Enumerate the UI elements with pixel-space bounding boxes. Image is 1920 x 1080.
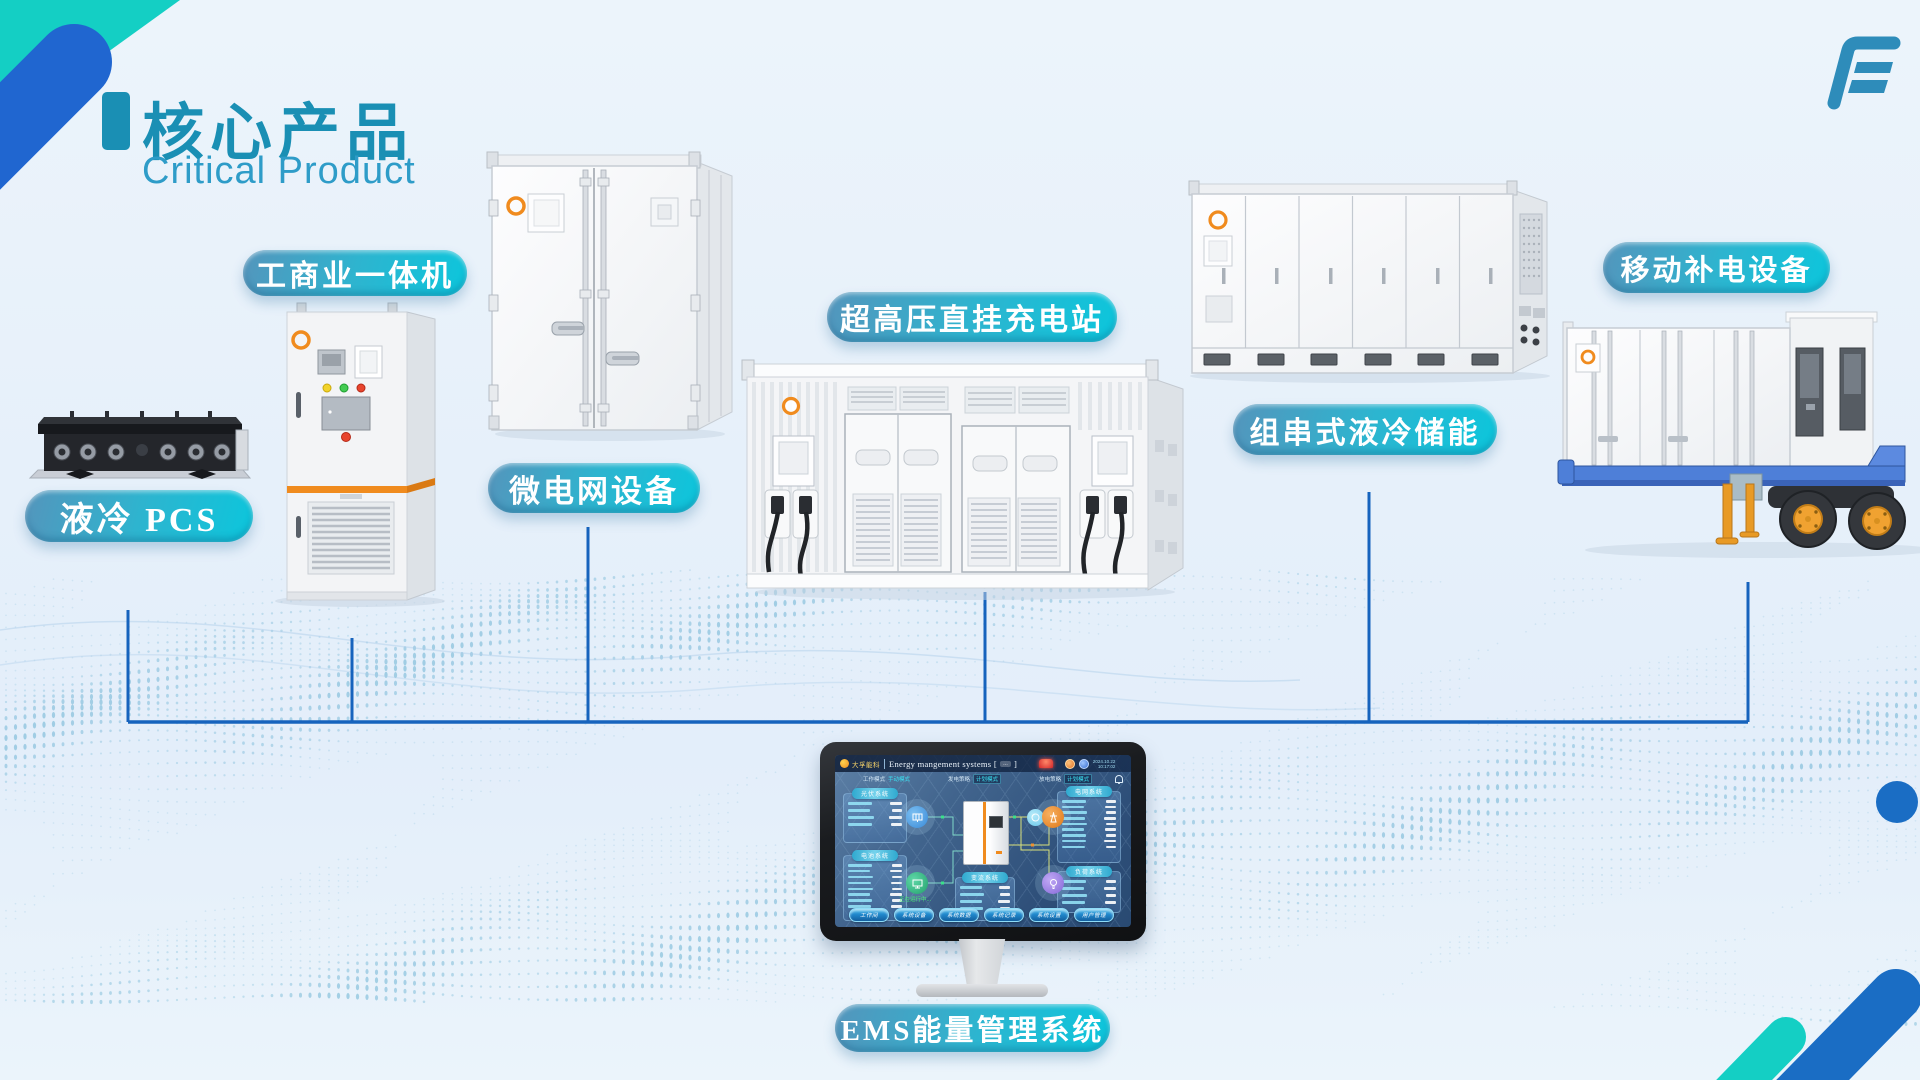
connection-lines bbox=[126, 492, 1750, 724]
status-icon-2[interactable] bbox=[1078, 758, 1089, 769]
wave-line bbox=[0, 620, 1301, 682]
node-battery-icon[interactable] bbox=[906, 872, 928, 894]
ems-brand: 大孚能科 bbox=[852, 761, 880, 769]
screen-cabinet-image bbox=[963, 801, 1009, 865]
right-blue-dot bbox=[1876, 781, 1918, 823]
node-grid-icon[interactable] bbox=[1042, 806, 1064, 828]
brand-logo bbox=[1827, 36, 1901, 110]
panel-load: 负荷系统 bbox=[1057, 866, 1121, 913]
wave-line bbox=[0, 653, 1381, 711]
ems-mode-row: 工作模式手动模式 发电策略计划模式 放电策略计划模式 bbox=[835, 773, 1131, 784]
ems-button-users[interactable]: 用户管理 bbox=[1074, 908, 1114, 922]
monitor-base bbox=[916, 984, 1048, 997]
ems-button-records[interactable]: 系统记录 bbox=[984, 908, 1024, 922]
product-string-storage bbox=[1188, 180, 1550, 383]
ems-monitor: 大孚能科 Energy mangement systems [ … ] 2024… bbox=[820, 742, 1146, 941]
label-liquid-cooled-pcs: 液冷 PCS bbox=[25, 490, 253, 542]
label-string-storage: 组串式液冷储能 bbox=[1233, 404, 1497, 455]
ems-status-text: 正在运行中... bbox=[899, 897, 932, 903]
ems-screen: 大孚能科 Energy mangement systems [ … ] 2024… bbox=[835, 755, 1131, 927]
ems-title: Energy mangement systems [ bbox=[889, 758, 997, 769]
ems-button-data[interactable]: 系统数据 bbox=[939, 908, 979, 922]
ems-title-dots[interactable]: … bbox=[999, 760, 1011, 767]
label-mobile-recharging: 移动补电设备 bbox=[1603, 242, 1830, 293]
corner-blue-capsule-2 bbox=[1776, 969, 1920, 1080]
corner-teal-capsule bbox=[1716, 1017, 1806, 1080]
node-meter-icon[interactable] bbox=[1027, 809, 1044, 826]
status-icon-1[interactable] bbox=[1064, 758, 1075, 769]
node-load-icon[interactable] bbox=[1042, 872, 1064, 894]
label-uhv-charging-station: 超高压直挂充电站 bbox=[827, 292, 1117, 342]
ems-button-devices[interactable]: 系统设备 bbox=[894, 908, 934, 922]
product-mobile-trailer bbox=[1557, 311, 1920, 558]
label-microgrid-equipment: 微电网设备 bbox=[488, 463, 700, 513]
page-title: 核心产品 bbox=[142, 99, 415, 168]
product-uhv-charging-station bbox=[741, 359, 1184, 600]
node-pv-icon[interactable] bbox=[906, 806, 928, 828]
corner-blue-capsule bbox=[0, 24, 112, 190]
flow-diagram-lines bbox=[928, 815, 1050, 885]
label-commercial-all-in-one: 工商业一体机 bbox=[243, 250, 467, 296]
label-ems: EMS能量管理系统 bbox=[835, 1004, 1110, 1052]
ems-logo-icon bbox=[840, 759, 849, 768]
ems-header: 大孚能科 Energy mangement systems [ … ] 2024… bbox=[835, 755, 1131, 772]
ems-button-workspace[interactable]: 工作间 bbox=[849, 908, 889, 922]
monitor-stand bbox=[958, 939, 1006, 986]
product-microgrid-container bbox=[486, 151, 733, 441]
title-accent-bar bbox=[102, 92, 130, 150]
panel-pv: 光伏系统 bbox=[843, 788, 907, 843]
bell-icon[interactable] bbox=[1115, 775, 1123, 784]
page-subtitle: Critical Product bbox=[142, 150, 416, 192]
panel-grid: 电网系统 bbox=[1057, 786, 1121, 863]
product-commercial-cabinet bbox=[275, 302, 445, 607]
alarm-icon[interactable] bbox=[1038, 759, 1053, 768]
ems-button-settings[interactable]: 系统设置 bbox=[1029, 908, 1069, 922]
product-liquid-cooled-pcs bbox=[28, 411, 252, 479]
